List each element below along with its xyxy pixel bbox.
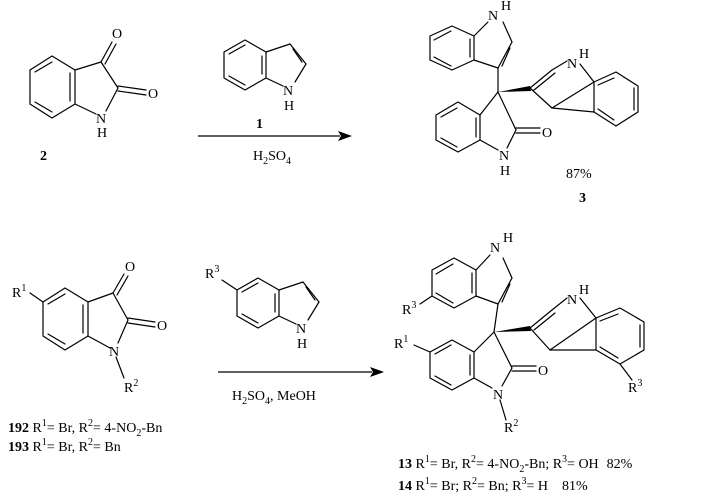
atom-label: R2 xyxy=(124,378,138,396)
atom-label: O xyxy=(542,126,552,141)
atom-label: H xyxy=(297,337,307,352)
atom-label: R3 xyxy=(205,264,219,282)
reaction-arrow-2 xyxy=(218,367,384,377)
substrate-193-label: 193 R1= Br, R2= Bn xyxy=(8,437,121,455)
isatin-192-193-structure: R1 O O N R2 xyxy=(12,260,167,396)
atom-label: R2 xyxy=(504,418,518,436)
atom-label: N xyxy=(493,388,503,403)
yield-3: 87% xyxy=(566,167,592,182)
reagent-1: H2SO4 xyxy=(253,149,291,167)
reagent-2: H2SO4, MeOH xyxy=(232,389,316,407)
atom-label: O xyxy=(157,319,167,334)
atom-label: R1 xyxy=(12,283,26,301)
atom-label: N xyxy=(567,293,577,308)
atom-label: H xyxy=(97,126,107,141)
atom-label: R3 xyxy=(402,300,416,318)
atom-label: O xyxy=(148,87,158,102)
reaction-arrow-1 xyxy=(198,131,352,141)
atom-label: O xyxy=(112,27,122,42)
atom-label: N xyxy=(488,9,498,24)
compound-number-1: 1 xyxy=(256,117,263,132)
atom-label: N xyxy=(499,149,509,164)
atom-label: N xyxy=(296,322,306,337)
atom-label: N xyxy=(283,84,293,99)
atom-label: N xyxy=(109,345,119,360)
atom-label: O xyxy=(538,364,548,379)
isatin-2-structure: O O N H xyxy=(29,27,158,141)
atom-label: N xyxy=(490,241,500,256)
atom-label: H xyxy=(579,283,589,298)
product-3-structure: N H N H O N H xyxy=(429,0,639,179)
atom-label: O xyxy=(125,260,135,275)
compound-number-2: 2 xyxy=(40,149,47,164)
indole-1-structure: N H xyxy=(223,39,307,114)
atom-label: H xyxy=(503,231,513,246)
atom-label: R1 xyxy=(394,334,408,352)
atom-label: R3 xyxy=(628,378,642,396)
indole-r3-structure: R3 N H xyxy=(205,264,320,352)
compound-number-3: 3 xyxy=(579,191,586,206)
product-13-14-structure: N H R3 N H R1 O N R2 R3 xyxy=(394,231,645,436)
atom-label: N xyxy=(96,112,106,127)
atom-label: H xyxy=(501,0,511,14)
atom-label: N xyxy=(567,57,577,72)
atom-label: H xyxy=(284,99,294,114)
atom-label: H xyxy=(500,164,510,179)
atom-label: H xyxy=(579,47,589,62)
substrate-192-label: 192 R1= Br, R2= 4-NO2-Bn xyxy=(8,418,162,439)
